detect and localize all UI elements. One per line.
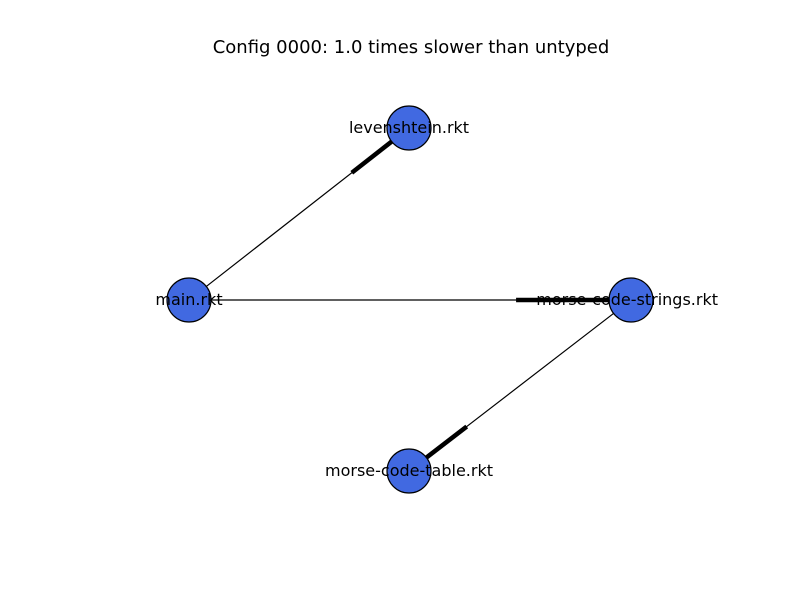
edge-layer	[205, 139, 614, 460]
node-label-levenshtein: levenshtein.rkt	[349, 118, 469, 137]
label-layer: levenshtein.rkt main.rkt morse-code-string…	[155, 118, 718, 480]
node-label-strings: morse-code-strings.rkt	[536, 290, 718, 309]
node-table	[386, 448, 432, 494]
edge-strings-table	[425, 312, 614, 460]
edge-main-levenshtein	[205, 139, 394, 287]
node-label-table: morse-code-table.rkt	[325, 461, 493, 480]
edge-arrowhead	[350, 139, 394, 175]
node-strings	[608, 277, 654, 323]
node-levenshtein	[386, 105, 432, 151]
node-layer	[166, 105, 654, 494]
edge-arrowhead	[425, 424, 469, 460]
chart-title: Config 0000: 1.0 times slower than untyp…	[213, 37, 610, 58]
node-main	[166, 277, 212, 323]
node-label-main: main.rkt	[155, 290, 222, 309]
